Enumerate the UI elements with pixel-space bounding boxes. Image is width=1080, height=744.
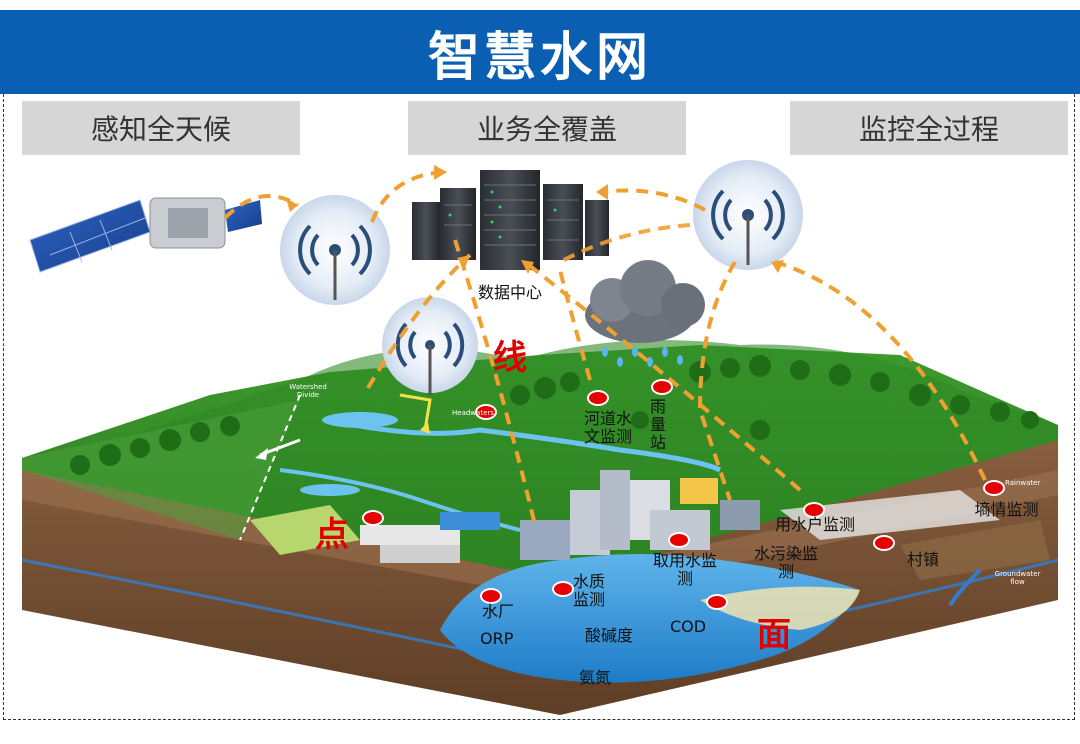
- label-water-user-monitoring: 用水户监测: [775, 515, 856, 534]
- tier-label-point: 点: [315, 515, 349, 555]
- label-pollution-monitoring: 水污染监测: [753, 544, 818, 581]
- satellite-icon: [29, 197, 262, 273]
- signal-tower-left: [280, 195, 390, 305]
- sensor-dot-village: [873, 535, 895, 551]
- sensor-dot-point: [362, 510, 384, 526]
- sensor-dot-intake: [668, 532, 690, 548]
- town-buildings: [360, 470, 760, 563]
- lake: [440, 554, 860, 683]
- label-waterworks: 水厂: [482, 602, 515, 621]
- category-business: 业务全覆盖: [408, 101, 686, 155]
- sensor-dot-soil: [983, 480, 1005, 496]
- signal-tower-right: [693, 160, 803, 270]
- tier-label-line: 线: [493, 338, 527, 378]
- label-rainwater: Rainwater: [1005, 479, 1041, 487]
- title-banner: 智慧水网: [0, 10, 1080, 94]
- tier-label-surface: 面: [757, 615, 791, 655]
- data-center-label: 数据中心: [478, 283, 543, 302]
- label-ph: 酸碱度: [585, 626, 634, 645]
- label-water-quality: 水质监测: [572, 572, 605, 609]
- sand-beach: [700, 586, 860, 630]
- sensor-dot-cod: [706, 594, 728, 610]
- sensor-dot-waterworks: [480, 588, 502, 604]
- sensor-dot-river: [587, 390, 609, 406]
- label-watershed: Watershed Divide: [289, 383, 327, 399]
- label-cod: COD: [670, 617, 707, 636]
- sensor-dot-headwaters: [475, 404, 497, 420]
- label-orp: ORP: [480, 629, 514, 648]
- label-river-monitoring: 河道水文监测: [584, 409, 633, 446]
- server-rack-icon: [412, 170, 609, 270]
- category-monitoring: 监控全过程: [790, 101, 1068, 155]
- page-title: 智慧水网: [427, 27, 652, 88]
- signal-tower-center: [382, 297, 478, 395]
- data-flow-arrowheads: [286, 165, 784, 274]
- sensor-dot-rain: [651, 379, 673, 395]
- sensor-dot-quality: [552, 581, 574, 597]
- flow-small-arrows: [255, 393, 982, 607]
- terrain-surface: [22, 340, 1058, 580]
- label-intake-monitoring: 取用水监测: [652, 551, 717, 588]
- rain-cloud-icon: [585, 260, 705, 367]
- label-village: 村镇: [907, 550, 940, 569]
- forest-trees: [70, 355, 1039, 475]
- diagram-frame: [3, 94, 1075, 720]
- label-groundwater: Groundwater flow: [994, 570, 1041, 586]
- sensor-dot-water-user: [803, 502, 825, 518]
- label-ammonia: 氨氮: [579, 668, 612, 687]
- label-soil-moisture: 墒情监测: [974, 500, 1039, 519]
- category-perception: 感知全天候: [22, 101, 300, 155]
- label-headwaters: Headwaters: [452, 409, 494, 417]
- label-rain-station: 雨量站: [649, 397, 666, 452]
- data-flow-arrows: [223, 170, 987, 526]
